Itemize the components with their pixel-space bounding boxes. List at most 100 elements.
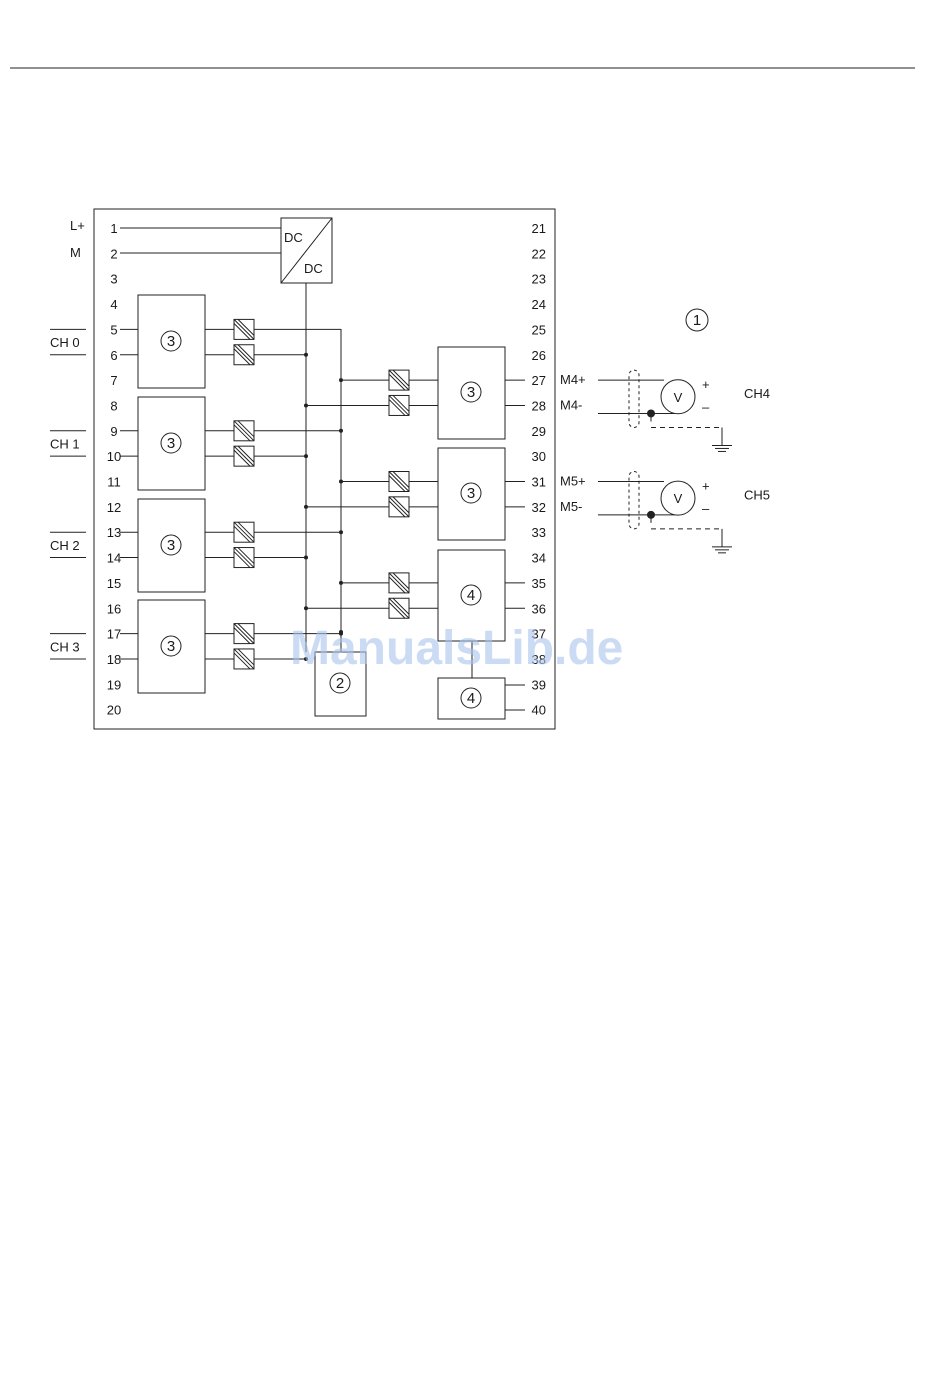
polarity-minus: – xyxy=(702,399,710,414)
right-pin-number: 39 xyxy=(532,677,546,692)
supply-lplus-label: L+ xyxy=(70,218,85,233)
left-pin-number: 10 xyxy=(107,449,121,464)
isolator-icon xyxy=(389,395,409,415)
isolator-icon xyxy=(234,522,254,542)
isolator-icon xyxy=(389,472,409,492)
left-pin-number: 1 xyxy=(110,221,117,236)
sensor-ch4: M4+ M4- V + – CH4 xyxy=(560,370,770,451)
isolator-icon xyxy=(389,370,409,390)
right-pin-number: 32 xyxy=(532,500,546,515)
right-channel-blocks: 3 3 4 xyxy=(304,347,525,641)
right-pin-number: 28 xyxy=(532,399,546,414)
junction-dot xyxy=(304,353,308,357)
sensor-plus-label: M4+ xyxy=(560,372,586,387)
right-pin-number: 21 xyxy=(532,221,546,236)
block-3-label: 3 xyxy=(167,435,175,452)
channel-label: CH 2 xyxy=(50,538,80,553)
sensor-ch5: M5+ M5- V + – CH5 xyxy=(560,472,770,553)
channel-label: CH 0 xyxy=(50,335,80,350)
ground-icon xyxy=(712,445,732,451)
isolator-icon xyxy=(234,548,254,568)
right-pin-number: 29 xyxy=(532,424,546,439)
sensor-channel-label: CH4 xyxy=(744,386,770,401)
left-pin-number: 4 xyxy=(110,297,117,312)
left-pin-number: 18 xyxy=(107,652,121,667)
right-pin-number: 31 xyxy=(532,475,546,490)
right-pin-number: 22 xyxy=(532,246,546,261)
supply-m-label: M xyxy=(70,245,81,260)
right-pin-number: 40 xyxy=(532,703,546,718)
sensor-minus-label: M5- xyxy=(560,499,582,514)
block-3-label: 3 xyxy=(167,333,175,350)
block-4-bottom-label: 4 xyxy=(467,690,475,707)
junction-dot xyxy=(304,403,308,407)
junction-dot xyxy=(339,378,343,382)
block-2-label: 2 xyxy=(336,675,344,692)
polarity-minus: – xyxy=(702,501,710,516)
isolator-icon xyxy=(389,497,409,517)
channel-label: CH 1 xyxy=(50,436,80,451)
left-pin-number: 15 xyxy=(107,576,121,591)
left-pin-number: 16 xyxy=(107,601,121,616)
left-pin-number: 7 xyxy=(110,373,117,388)
block-label: 4 xyxy=(467,587,475,604)
dc-dc-converter: DC DC xyxy=(281,218,332,283)
watermark: ManualsLib.de xyxy=(290,622,623,675)
junction-dot xyxy=(339,530,343,534)
left-pin-number: 17 xyxy=(107,627,121,642)
junction-dot xyxy=(339,581,343,585)
junction-dot xyxy=(339,480,343,484)
right-pin-number: 35 xyxy=(532,576,546,591)
isolator-icon xyxy=(234,649,254,669)
polarity-plus: + xyxy=(702,479,710,494)
right-pin-number: 36 xyxy=(532,601,546,616)
left-pin-number: 14 xyxy=(107,551,121,566)
output-block-1: 3 xyxy=(304,347,525,439)
junction-dot xyxy=(304,505,308,509)
isolator-icon xyxy=(389,573,409,593)
callout-1: 1 xyxy=(686,309,708,331)
junction-dot xyxy=(304,454,308,458)
isolator-icon xyxy=(234,421,254,441)
right-pin-number: 34 xyxy=(532,551,546,566)
left-pin-number: 12 xyxy=(107,500,121,515)
channel-label: CH 3 xyxy=(50,639,80,654)
isolator-icon xyxy=(234,624,254,644)
block-label: 3 xyxy=(467,485,475,502)
left-pin-number: 13 xyxy=(107,525,121,540)
block-label: 3 xyxy=(467,384,475,401)
left-pin-number: 20 xyxy=(107,703,121,718)
left-pin-number: 3 xyxy=(110,272,117,287)
junction-dot xyxy=(304,606,308,610)
right-pin-number: 30 xyxy=(532,449,546,464)
left-pin-number: 8 xyxy=(110,399,117,414)
meter-label: V xyxy=(674,491,683,506)
cable-shield xyxy=(629,472,639,529)
isolator-icon xyxy=(234,446,254,466)
dc-out-label: DC xyxy=(304,261,323,276)
block-3-label: 3 xyxy=(167,537,175,554)
left-pin-number: 19 xyxy=(107,677,121,692)
dc-in-label: DC xyxy=(284,230,303,245)
isolator-icon xyxy=(234,345,254,365)
right-pin-number: 27 xyxy=(532,373,546,388)
polarity-plus: + xyxy=(702,377,710,392)
left-pin-number: 2 xyxy=(110,246,117,261)
left-pin-number: 11 xyxy=(107,475,121,490)
meter-label: V xyxy=(674,390,683,405)
sensor-minus-label: M4- xyxy=(560,397,582,412)
junction-dot xyxy=(304,556,308,560)
isolator-icon xyxy=(389,598,409,618)
right-pin-number: 23 xyxy=(532,272,546,287)
sensor-plus-label: M5+ xyxy=(560,474,586,489)
sensor-channel-label: CH5 xyxy=(744,488,770,503)
cable-shield xyxy=(629,370,639,427)
callout-1-label: 1 xyxy=(693,312,701,329)
left-pin-number: 6 xyxy=(110,348,117,363)
isolator-icon xyxy=(234,319,254,339)
left-pin-number: 5 xyxy=(110,322,117,337)
output-block-2: 3 xyxy=(304,448,525,540)
